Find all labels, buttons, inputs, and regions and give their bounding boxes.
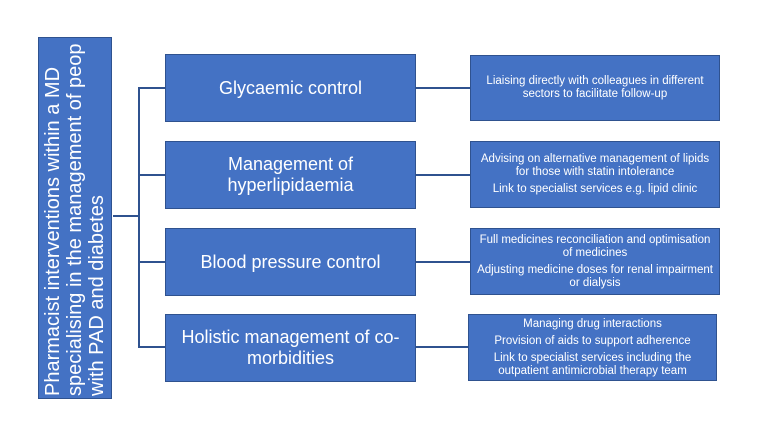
- trunk-connector: [138, 87, 140, 348]
- detail-box-blood-pressure: Full medicines reconciliation and optimi…: [470, 228, 720, 295]
- category-label: Blood pressure control: [200, 251, 381, 272]
- category-box-hyperlipidaemia: Management of hyperlipidaemia: [165, 141, 416, 209]
- detail-connector-1: [416, 87, 470, 89]
- category-label: Management of: [227, 154, 354, 174]
- category-box-glycaemic: Glycaemic control: [165, 54, 416, 122]
- detail-connector-3: [416, 261, 470, 263]
- root-label: Pharmacist interventions within a MD spe…: [42, 40, 108, 396]
- detail-box-glycaemic: Liaising directly with colleagues in dif…: [470, 55, 720, 121]
- category-box-holistic: Holistic management of co- morbidities: [165, 314, 416, 382]
- category-label: Glycaemic control: [218, 77, 363, 98]
- root-connector: [113, 215, 139, 217]
- detail-box-holistic: Managing drug interactions Provision of …: [468, 314, 717, 381]
- detail-item: Full medicines reconciliation and optimi…: [479, 233, 711, 259]
- branch-connector-1: [138, 87, 166, 89]
- detail-item: Advising on alternative management of li…: [480, 153, 710, 178]
- category-label: morbidities: [246, 348, 335, 368]
- branch-connector-3: [138, 261, 166, 263]
- detail-box-hyperlipidaemia: Advising on alternative management of li…: [470, 141, 720, 208]
- detail-item: Managing drug interactions: [523, 317, 662, 330]
- branch-connector-2: [138, 174, 166, 176]
- detail-item: Link to specialist services e.g. lipid c…: [492, 183, 698, 195]
- root-line-1: Pharmacist interventions within a MD: [42, 66, 64, 396]
- detail-item: Provision of aids to support adherence: [494, 334, 691, 347]
- category-label: hyperlipidaemia: [227, 175, 354, 195]
- detail-connector-4: [416, 346, 468, 348]
- category-label: Holistic management of co-: [181, 327, 400, 347]
- detail-item: Link to specialist services including th…: [493, 351, 692, 377]
- root-line-2: specialising in the management of peop: [64, 43, 86, 396]
- category-box-blood-pressure: Blood pressure control: [165, 228, 416, 296]
- root-box: Pharmacist interventions within a MD spe…: [38, 37, 112, 399]
- root-line-3: with PAD and diabetes: [86, 195, 108, 396]
- detail-item: Liaising directly with colleagues in dif…: [486, 75, 704, 100]
- detail-item: Adjusting medicine doses for renal impai…: [477, 263, 713, 289]
- branch-connector-4: [138, 346, 166, 348]
- detail-connector-2: [416, 174, 470, 176]
